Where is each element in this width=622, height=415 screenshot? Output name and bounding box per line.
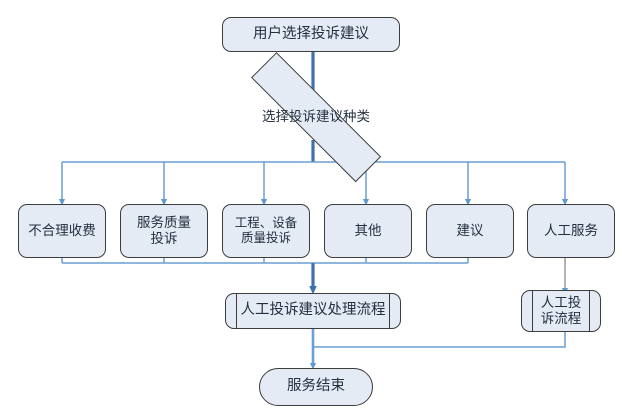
node-option-service-quality-complaint[interactable]: 服务质量 投诉 [120, 204, 208, 258]
node-manual-complaint-handling-process[interactable]: 人工投诉建议处理流程 [225, 293, 401, 329]
node-option-engineering-equipment-quality-complaint[interactable]: 工程、设备 质量投诉 [222, 204, 310, 258]
node-option-label: 建议 [456, 223, 484, 239]
node-option-manual-service[interactable]: 人工服务 [527, 204, 615, 258]
edge-options-to-manual-process [61, 258, 469, 295]
node-option-label: 服务质量 投诉 [137, 215, 191, 246]
node-option-label: 不合理收费 [28, 223, 96, 239]
edge-bus-to-options [58, 162, 569, 206]
node-manual-process-label: 人工投诉建议处理流程 [240, 302, 386, 319]
node-decision[interactable]: 选择投诉建议种类 [213, 52, 419, 182]
node-start-label: 用户选择投诉建议 [253, 25, 369, 42]
node-option-label: 其他 [354, 223, 382, 239]
node-manual-service-process-label: 人工投 诉流程 [540, 295, 582, 326]
node-end-label: 服务结束 [287, 378, 345, 395]
node-decision-label: 选择投诉建议种类 [262, 109, 370, 125]
node-option-label: 人工服务 [544, 223, 598, 239]
node-option-other[interactable]: 其他 [324, 204, 412, 258]
node-option-label: 工程、设备 质量投诉 [234, 216, 298, 245]
edge-manual-flow-to-end [313, 330, 566, 348]
node-end[interactable]: 服务结束 [259, 368, 373, 406]
node-manual-complaint-process[interactable]: 人工投 诉流程 [521, 290, 601, 332]
node-option-suggestion[interactable]: 建议 [426, 204, 514, 258]
node-start[interactable]: 用户选择投诉建议 [222, 17, 400, 52]
node-option-unreasonable-fee[interactable]: 不合理收费 [18, 204, 106, 258]
edge-decision-to-bus [62, 140, 565, 163]
